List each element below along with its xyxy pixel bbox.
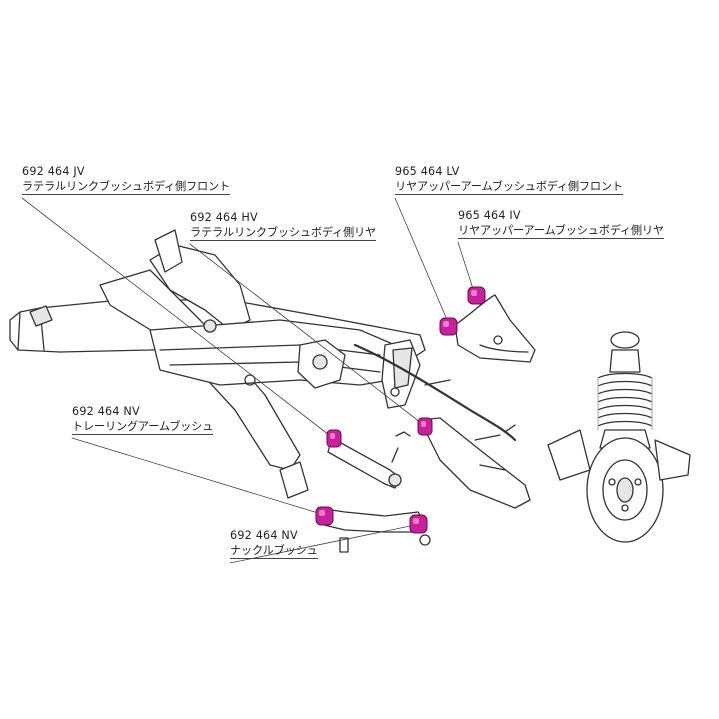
rear-upper-arm: [454, 294, 536, 363]
part-description: ラテラルリンクブッシュボディ側リヤ: [190, 226, 377, 239]
part-number: 692 464 HV: [190, 211, 258, 224]
bushing-lateral-front: [326, 429, 342, 448]
callout-lateral-rear: 692 464 HV ラテラルリンクブッシュボディ側リヤ: [190, 210, 377, 241]
bushing-lateral-rear: [417, 417, 433, 436]
part-description: リヤアッパーアームブッシュボディ側リヤ: [458, 224, 664, 237]
part-number: 965 464 IV: [458, 209, 521, 222]
coil-spring-damper: [597, 331, 653, 449]
lateral-link: [327, 431, 411, 489]
rear-subframe: [9, 229, 517, 499]
part-number: 965 464 LV: [395, 165, 460, 178]
part-description: リヤアッパーアームブッシュボディ側フロント: [395, 180, 623, 193]
bushing-knuckle: [409, 514, 428, 534]
bushing-trailing-arm: [315, 506, 334, 526]
part-description: ナックルブッシュ: [230, 544, 318, 557]
part-description: ラテラルリンクブッシュボディ側フロント: [22, 180, 230, 193]
callout-lateral-front: 692 464 JV ラテラルリンクブッシュボディ側フロント: [22, 164, 230, 195]
part-number: 692 464 JV: [22, 165, 85, 178]
part-number: 692 464 NV: [230, 529, 298, 542]
hub-knuckle: [547, 429, 691, 543]
callout-knuckle: 692 464 NV ナックルブッシュ: [230, 528, 318, 559]
callout-upper-front: 965 464 LV リヤアッパーアームブッシュボディ側フロント: [395, 164, 623, 195]
bushing-upper-front: [439, 317, 458, 336]
leader-lines: [21, 197, 475, 564]
part-description: トレーリングアームブッシュ: [72, 420, 214, 433]
callout-upper-rear: 965 464 IV リヤアッパーアームブッシュボディ側リヤ: [458, 208, 664, 239]
lower-arm: [419, 417, 531, 509]
bushing-upper-rear: [467, 286, 486, 305]
part-number: 692 464 NV: [72, 405, 140, 418]
bushings: [315, 286, 486, 534]
callout-trailing-arm: 692 464 NV トレーリングアームブッシュ: [72, 404, 214, 435]
